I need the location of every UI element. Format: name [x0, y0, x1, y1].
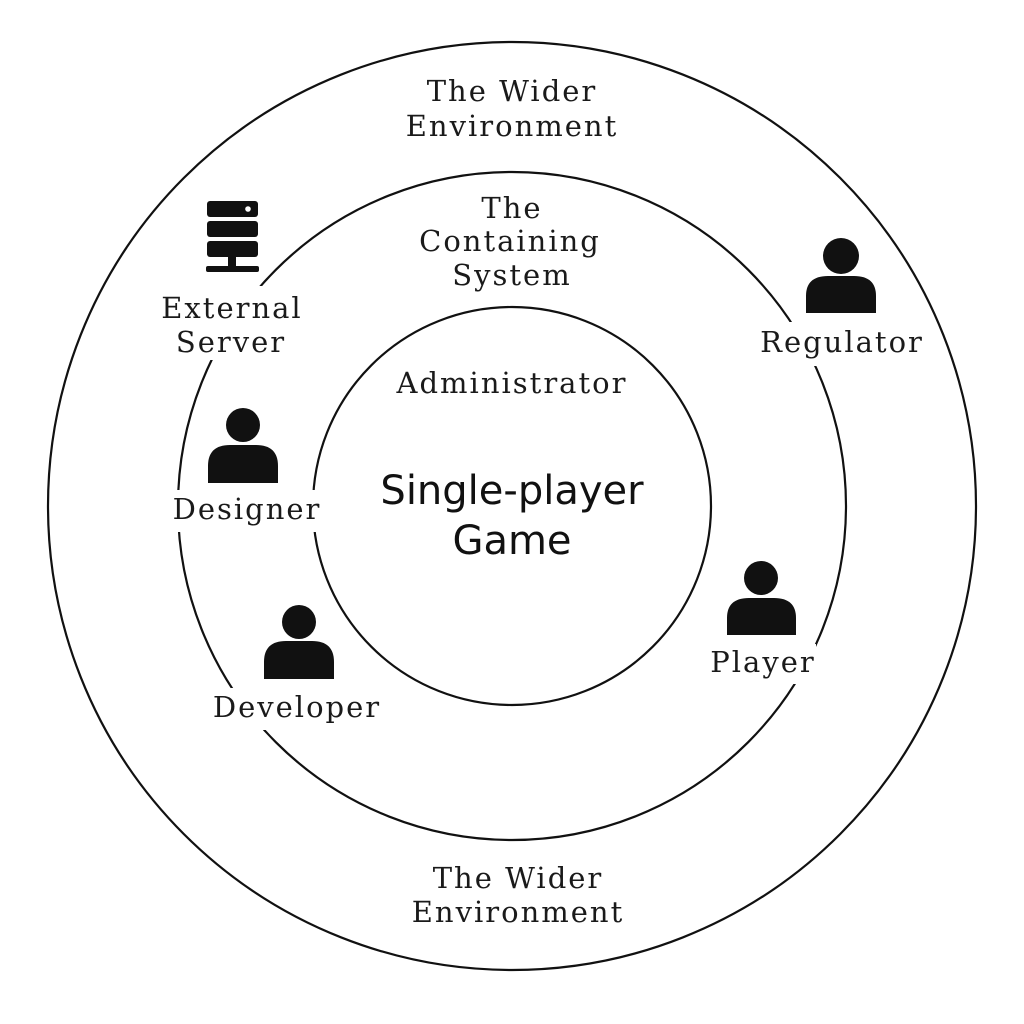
regulator-person-icon	[806, 238, 876, 313]
player-person-icon	[727, 561, 796, 635]
wider-environment-ring	[46, 40, 978, 972]
external-server-label-line2: Server	[176, 325, 286, 359]
containing-system-line1: The	[481, 191, 542, 225]
mask-developer	[214, 688, 380, 730]
wider-environment-bottom-line2: Environment	[412, 895, 625, 929]
game-title-line2: Game	[452, 518, 571, 564]
developer-label: Developer	[213, 690, 381, 724]
containing-system-line2: Containing	[419, 224, 601, 258]
game-title-line1: Single-player	[380, 468, 644, 514]
server-icon	[206, 201, 259, 272]
mask-designer	[172, 490, 320, 532]
administrator-label: Administrator	[396, 366, 628, 400]
wider-environment-top-line1: The Wider	[427, 74, 598, 108]
containing-system-line3: System	[452, 258, 571, 292]
developer-person-icon	[264, 605, 334, 679]
regulator-label: Regulator	[760, 325, 924, 359]
designer-label: Designer	[173, 492, 322, 526]
wider-environment-top-line2: Environment	[406, 109, 619, 143]
wider-environment-bottom-line1: The Wider	[433, 861, 604, 895]
mask-external-server	[160, 286, 308, 360]
player-label: Player	[710, 645, 816, 679]
external-server-label-line1: External	[161, 291, 302, 325]
mask-player	[712, 644, 816, 684]
mask-regulator	[762, 322, 924, 366]
designer-person-icon	[208, 408, 278, 483]
